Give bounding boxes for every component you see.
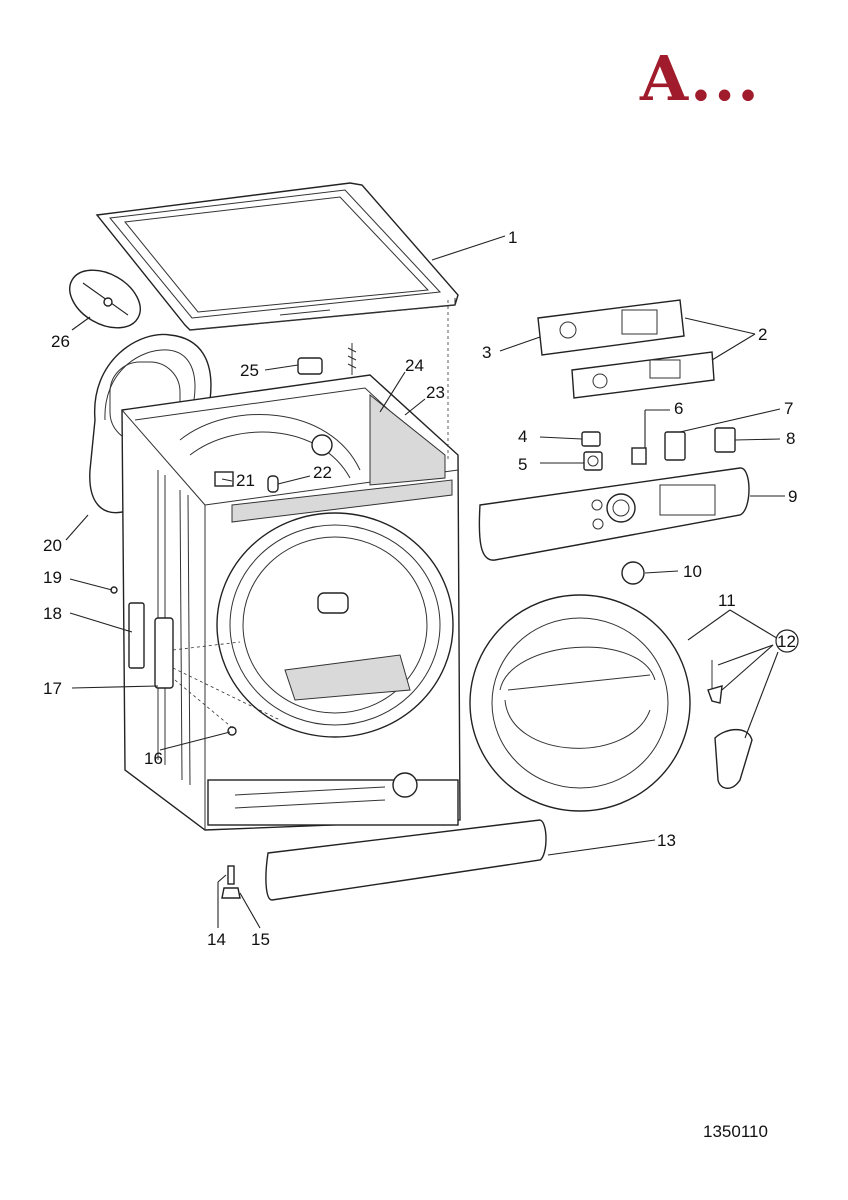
section-letter: A... <box>640 42 761 115</box>
part-label-5: 5 <box>518 455 527 474</box>
control-panel <box>478 467 750 561</box>
part-label-4: 4 <box>518 427 527 446</box>
plinth-panel <box>265 819 547 901</box>
part-label-12: 12 <box>777 632 796 651</box>
part-label-14: 14 <box>207 930 226 949</box>
top-cover <box>95 182 459 331</box>
part-label-22: 22 <box>313 463 332 482</box>
part-label-11: 11 <box>718 591 736 610</box>
part-label-9: 9 <box>788 487 797 506</box>
switch-components <box>581 427 736 471</box>
part-label-21: 21 <box>236 471 255 490</box>
part-label-26: 26 <box>51 332 70 351</box>
part-label-17: 17 <box>43 679 62 698</box>
cabinet <box>110 300 461 831</box>
part-label-2: 2 <box>758 325 767 344</box>
adjustable-foot <box>221 865 241 899</box>
callout-circle-12: 12 <box>775 629 799 653</box>
part-label-16: 16 <box>144 749 163 768</box>
part-label-7: 7 <box>784 399 793 418</box>
part-label-1: 1 <box>508 228 517 247</box>
part-label-15: 15 <box>251 930 270 949</box>
leader-lines <box>65 235 785 929</box>
part-label-23: 23 <box>426 383 445 402</box>
part-labels: 1 2 3 4 5 6 7 8 9 10 11 12 13 14 15 16 1… <box>43 228 799 949</box>
part-label-25: 25 <box>240 361 259 380</box>
hose-detail <box>69 269 141 329</box>
part-label-10: 10 <box>683 562 702 581</box>
part-label-18: 18 <box>43 604 62 623</box>
part-label-19: 19 <box>43 568 62 587</box>
part-label-3: 3 <box>482 343 491 362</box>
door-handle-parts <box>707 660 753 789</box>
program-knob <box>621 561 645 585</box>
part-label-24: 24 <box>405 356 424 375</box>
part-label-6: 6 <box>674 399 683 418</box>
part-label-20: 20 <box>43 536 62 555</box>
control-boards <box>537 299 715 399</box>
document-code: 1350110 <box>703 1122 768 1141</box>
part-label-13: 13 <box>657 831 676 850</box>
door-assembly <box>469 594 691 812</box>
part-label-8: 8 <box>786 429 795 448</box>
